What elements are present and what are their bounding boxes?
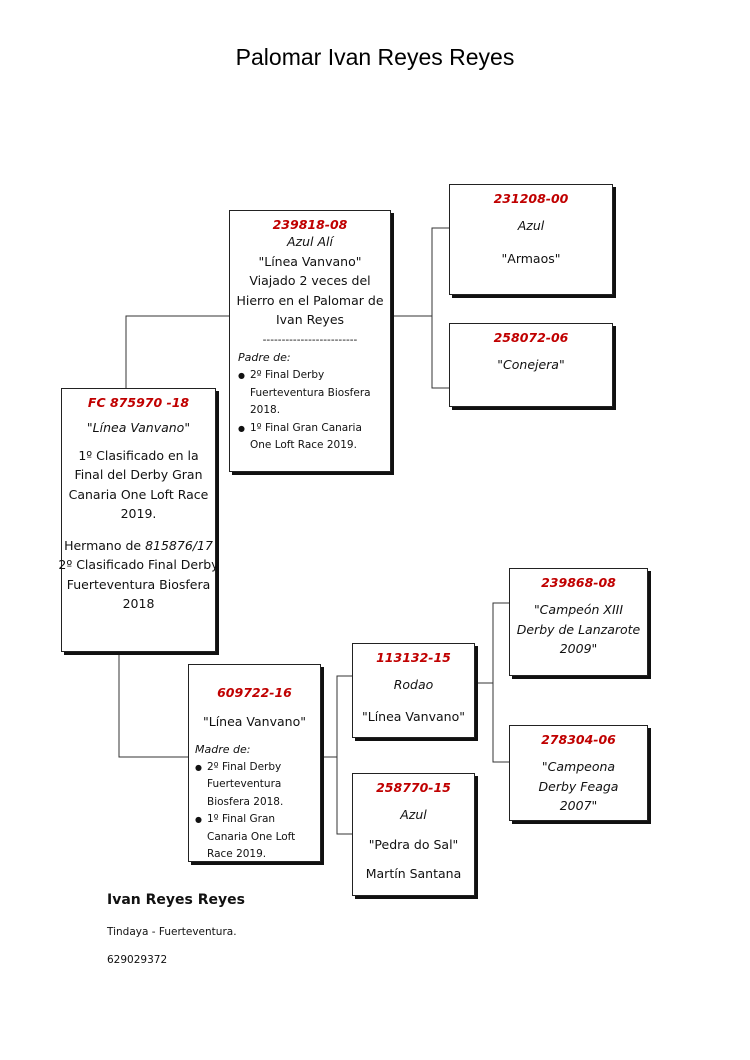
main-achievement-line: Final del Derby Gran — [74, 467, 203, 482]
mother-offspring-item: 2º Final Derby Fuerteventura Biosfera 20… — [195, 759, 316, 812]
ggm-desc: "Campeona Derby Feaga 2007" — [538, 759, 619, 813]
mgm-name: "Pedra do Sal" — [368, 836, 459, 852]
main-brother: Hermano de 815876/17 2º Clasificado Fina… — [58, 536, 218, 614]
great-grandfather-card: 239868-08 "Campeón XIII Derby de Lanzaro… — [509, 568, 648, 676]
paternal-grandmother-card: 258072-06 "Conejera" — [449, 323, 613, 407]
father-offspring-item: 2º Final Derby Fuerteventura Biosfera 20… — [238, 367, 384, 420]
pgf-ring-number: 231208-00 — [493, 191, 569, 206]
pgf-color: Azul — [517, 218, 545, 233]
separator: ------------------------- — [262, 333, 358, 346]
mother-card: 609722-16 "Línea Vanvano" Madre de: 2º F… — [188, 664, 321, 862]
mgm-color: Azul — [400, 807, 427, 822]
main-achievement-line: 2019. — [120, 506, 157, 521]
main-ring-number: FC 875970 -18 — [87, 395, 190, 410]
main-pigeon-card: FC 875970 -18 "Línea Vanvano" 1º Clasifi… — [58, 388, 219, 652]
father-desc-line: Ivan Reyes — [275, 312, 345, 327]
brother-achievement-line: 2º Clasificado Final Derby — [58, 557, 219, 572]
father-ring-number: 239818-08 — [272, 217, 348, 232]
father-desc-line: Hierro en el Palomar de — [236, 292, 384, 308]
father-card: 239818-08 Azul Alí "Línea Vanvano" Viaja… — [229, 210, 391, 472]
main-achievement-line: 1º Clasificado en la — [78, 447, 199, 463]
ggm-ring-number: 278304-06 — [541, 732, 616, 747]
maternal-grandmother-card: 258770-15 Azul "Pedra do Sal" Martín San… — [352, 773, 475, 896]
maternal-grandfather-card: 113132-15 Rodao "Línea Vanvano" — [352, 643, 475, 738]
brother-achievement-line: Fuerteventura Biosfera — [66, 576, 211, 592]
pgm-name: "Conejera" — [497, 357, 565, 372]
breeder-name: Ivan Reyes Reyes — [107, 892, 245, 908]
mother-note-label: Madre de: — [195, 742, 251, 756]
mgf-ring-number: 113132-15 — [376, 650, 451, 665]
main-brother-line: Hermano de 815876/17 — [62, 536, 215, 556]
page-title: Palomar Ivan Reyes Reyes — [235, 44, 515, 70]
pgm-ring-number: 258072-06 — [493, 330, 569, 345]
father-offspring-list: 2º Final Derby Fuerteventura Biosfera 20… — [238, 367, 384, 455]
mgf-name: Rodao — [393, 677, 434, 692]
brother-achievement-line: 2018 — [122, 596, 155, 611]
mother-offspring-list: 2º Final Derby Fuerteventura Biosfera 20… — [195, 759, 316, 864]
father-desc-line: Viajado 2 veces del — [249, 273, 371, 288]
main-achievement: 1º Clasificado en la Final del Derby Gra… — [62, 446, 215, 524]
main-achievement-line: Canaria One Loft Race — [68, 486, 209, 502]
mgm-breeder: Martín Santana — [365, 866, 462, 881]
mother-line: "Línea Vanvano" — [203, 714, 306, 729]
mother-offspring-item: 1º Final Gran Canaria One Loft Race 2019… — [195, 811, 316, 864]
breeder-phone: 629029372 — [107, 954, 168, 966]
mother-ring-number: 609722-16 — [217, 685, 292, 700]
father-line: "Línea Vanvano" — [258, 253, 362, 269]
father-desc: Viajado 2 veces del Hierro en el Palomar… — [230, 271, 390, 330]
ggf-ring-number: 239868-08 — [541, 575, 616, 590]
paternal-grandfather-card: 231208-00 Azul "Armaos" — [449, 184, 613, 295]
great-grandmother-card: 278304-06 "Campeona Derby Feaga 2007" — [509, 725, 648, 821]
father-color: Azul Alí — [287, 234, 333, 249]
mgf-line: "Línea Vanvano" — [362, 708, 465, 724]
brother-ring-number: 815876/17 — [145, 537, 213, 553]
ggf-desc: "Campeón XIII Derby de Lanzarote 2009" — [516, 602, 641, 656]
main-line: "Línea Vanvano" — [86, 420, 191, 435]
mgm-ring-number: 258770-15 — [376, 780, 451, 795]
breeder-location: Tindaya - Fuerteventura. — [107, 926, 237, 938]
pgf-name: "Armaos" — [501, 250, 561, 266]
father-note-label: Padre de: — [238, 351, 291, 364]
brother-prefix: Hermano de — [64, 537, 146, 553]
father-offspring-item: 1º Final Gran Canaria One Loft Race 2019… — [238, 420, 384, 455]
